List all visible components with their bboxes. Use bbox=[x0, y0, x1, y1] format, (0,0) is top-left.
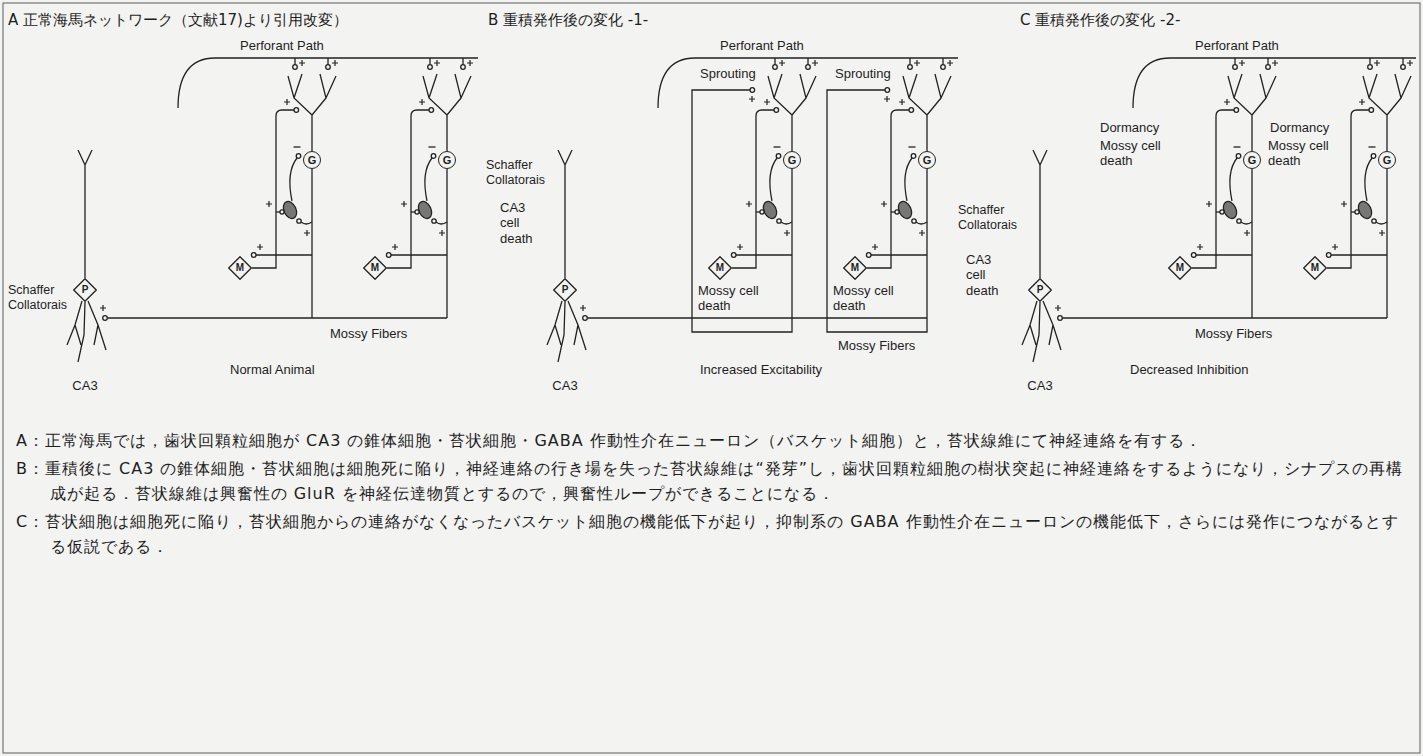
caption-note: B：重積後に CA3 の錐体細胞・苔状細胞は細胞死に陥り，神経連絡の行き場を失っ… bbox=[16, 456, 1408, 506]
figure-label: Mossy Fibers bbox=[330, 326, 407, 341]
diamond-shape bbox=[229, 257, 252, 280]
neuron-diamond: M bbox=[363, 256, 387, 280]
neuron-drawing bbox=[827, 88, 927, 332]
figure-label: Mossy Fibers bbox=[1195, 326, 1272, 341]
cell-letter: P bbox=[562, 285, 569, 295]
neuron-drawing bbox=[580, 305, 586, 311]
granule-cell: G bbox=[783, 151, 801, 169]
neuron-diamond: M bbox=[228, 256, 252, 280]
cell-letter: M bbox=[1311, 263, 1319, 273]
cell-letter: G bbox=[1248, 155, 1257, 166]
diamond-shape bbox=[1169, 257, 1192, 280]
neuron-drawing bbox=[103, 316, 108, 321]
panel-a-drawing bbox=[67, 58, 478, 362]
cell-letter: G bbox=[923, 155, 932, 166]
cell-letter: M bbox=[1176, 263, 1184, 273]
neuron-drawing bbox=[1062, 317, 1387, 318]
diamond-shape bbox=[844, 257, 867, 280]
neuron-drawing bbox=[1055, 305, 1061, 311]
granule-cell: G bbox=[918, 151, 936, 169]
cell-letter: M bbox=[851, 263, 859, 273]
granule-cell: G bbox=[438, 151, 456, 169]
figure-label: Mossy cell death bbox=[1268, 138, 1344, 169]
panel-b-drawing bbox=[547, 58, 958, 362]
neuron-drawing bbox=[67, 150, 106, 362]
figure-label: Sprouting bbox=[700, 66, 756, 81]
figure-label: CA3 cell death bbox=[500, 200, 542, 246]
figure-label: Increased Excitability bbox=[700, 362, 822, 377]
panel-heading: B 重積発作後の変化 -1- bbox=[488, 12, 648, 30]
cell-letter: P bbox=[82, 285, 89, 295]
figure-label: Mossy Fibers bbox=[838, 338, 915, 353]
neuron-drawing bbox=[866, 58, 953, 318]
panel-heading: C 重積発作後の変化 -2- bbox=[1020, 12, 1180, 30]
neuron-drawing bbox=[1058, 316, 1063, 321]
figure-label: Mossy cell death bbox=[833, 283, 919, 314]
neuron-drawing bbox=[1022, 150, 1061, 362]
caption-note: C：苔状細胞は細胞死に陥り，苔状細胞からの連絡がなくなったバスケット細胞の機能低… bbox=[16, 509, 1408, 559]
figure-label: Perforant Path bbox=[1195, 38, 1279, 53]
granule-cell: G bbox=[1243, 151, 1261, 169]
granule-cell: G bbox=[1378, 151, 1396, 169]
neuron-drawing bbox=[692, 88, 792, 332]
neuron-drawing bbox=[587, 317, 927, 318]
neuron-diamond: M bbox=[843, 256, 867, 280]
figure-label: CA3 cell death bbox=[966, 252, 1008, 298]
panel-c-drawing bbox=[1022, 58, 1416, 362]
cell-letter: G bbox=[1383, 155, 1392, 166]
neuron-diamond: P bbox=[73, 278, 97, 302]
figure-label: Perforant Path bbox=[720, 38, 804, 53]
figure-label: Mossy cell death bbox=[1100, 138, 1180, 169]
neuron-diamond: M bbox=[708, 256, 732, 280]
figure-label: Decreased Inhibition bbox=[1130, 362, 1249, 377]
cell-letter: M bbox=[236, 263, 244, 273]
neuron-drawing bbox=[107, 317, 447, 318]
neuron-diamond: P bbox=[553, 278, 577, 302]
diamond-shape bbox=[74, 279, 97, 302]
neuron-diamond: M bbox=[1303, 256, 1327, 280]
neuron-drawing bbox=[386, 58, 473, 318]
granule-cell: G bbox=[303, 151, 321, 169]
figure-label: CA3 bbox=[1020, 378, 1060, 393]
neuron-drawing bbox=[547, 150, 586, 362]
caption-block: A：正常海馬では，歯状回顆粒細胞が CA3 の錐体細胞・苔状細胞・GABA 作動… bbox=[16, 428, 1408, 562]
cell-letter: M bbox=[716, 263, 724, 273]
cell-letter: G bbox=[443, 155, 452, 166]
neuron-drawing bbox=[251, 58, 338, 318]
figure-label: Mossy cell death bbox=[698, 283, 786, 314]
panel-heading: A 正常海馬ネットワーク（文献17)より引用改変） bbox=[8, 12, 348, 30]
figure-label: CA3 bbox=[545, 378, 585, 393]
figure-label: Dormancy bbox=[1100, 120, 1159, 135]
cell-letter: G bbox=[308, 155, 317, 166]
diamond-shape bbox=[1029, 279, 1052, 302]
cell-letter: M bbox=[371, 263, 379, 273]
figure-label: Schaffer Collatorais bbox=[958, 203, 1028, 233]
neuron-drawing bbox=[1191, 58, 1278, 318]
frame-border bbox=[3, 3, 1420, 753]
neuron-drawing bbox=[100, 305, 106, 311]
figure-label: Schaffer Collatorais bbox=[486, 158, 556, 188]
figure-label: Dormancy bbox=[1270, 120, 1329, 135]
diamond-shape bbox=[554, 279, 577, 302]
cell-letter: G bbox=[788, 155, 797, 166]
neuron-drawing bbox=[731, 58, 818, 318]
caption-note: A：正常海馬では，歯状回顆粒細胞が CA3 の錐体細胞・苔状細胞・GABA 作動… bbox=[16, 428, 1408, 453]
figure-label: Schaffer Collatorais bbox=[8, 283, 78, 313]
figure-label: Normal Animal bbox=[230, 362, 315, 377]
neuron-diamond: P bbox=[1028, 278, 1052, 302]
figure-label: Perforant Path bbox=[240, 38, 324, 53]
cell-letter: P bbox=[1037, 285, 1044, 295]
diamond-shape bbox=[709, 257, 732, 280]
neuron-drawing bbox=[1326, 58, 1413, 318]
diamond-shape bbox=[364, 257, 387, 280]
neuron-drawing bbox=[583, 316, 588, 321]
diamond-shape bbox=[1304, 257, 1327, 280]
figure-label: CA3 bbox=[65, 378, 105, 393]
neuron-diamond: M bbox=[1168, 256, 1192, 280]
figure-label: Sprouting bbox=[835, 66, 891, 81]
